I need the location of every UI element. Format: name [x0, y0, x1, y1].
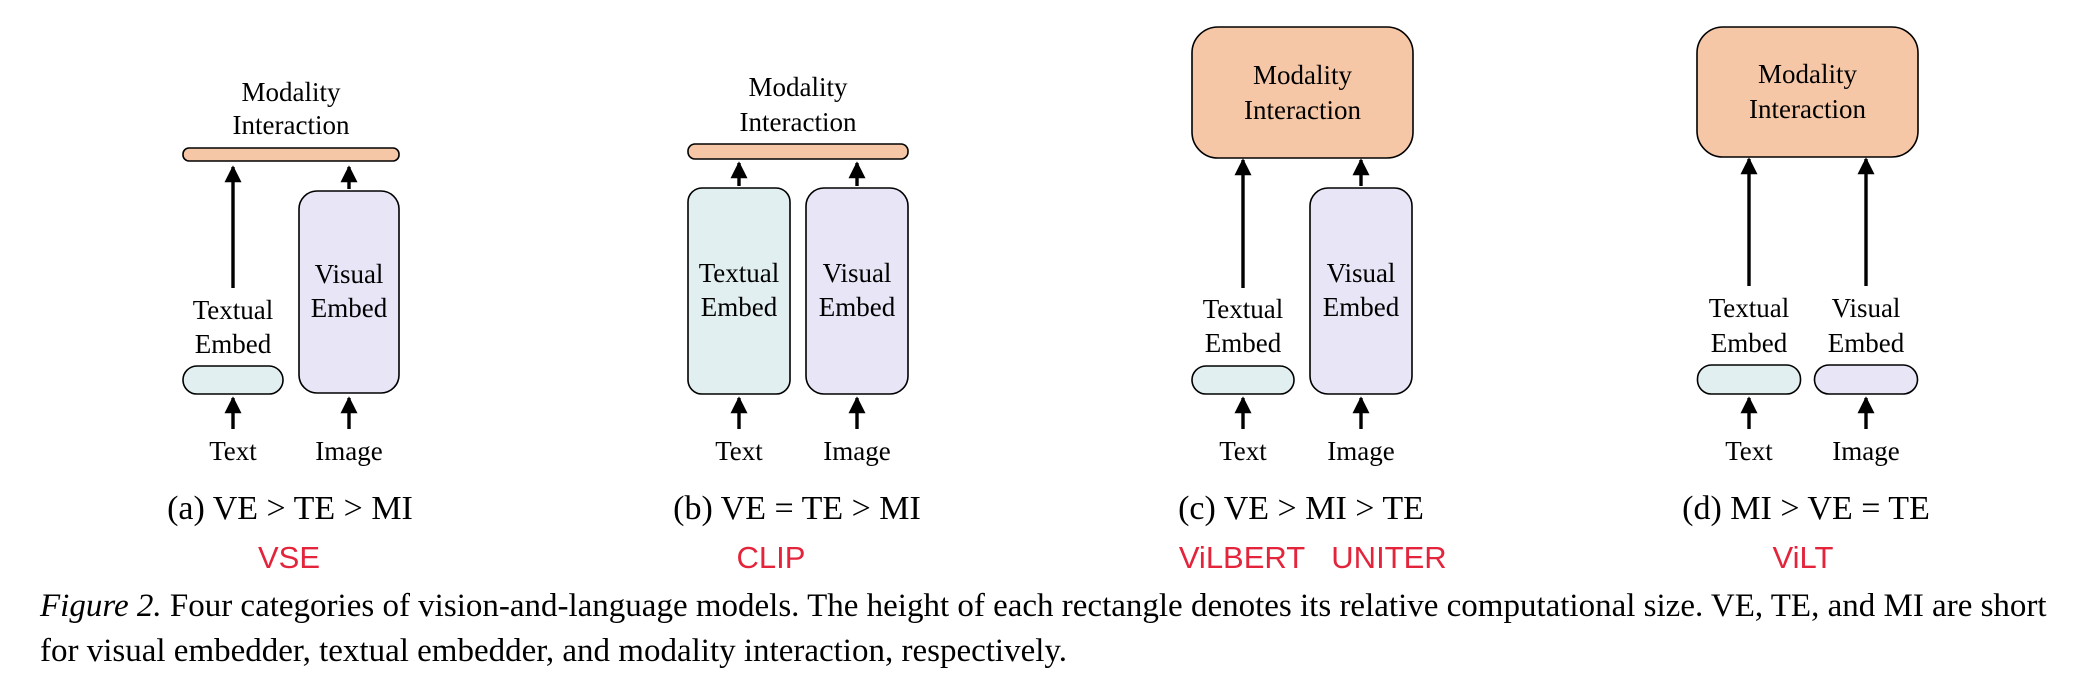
- modality-interaction-box: [182, 147, 400, 162]
- textual-embed-label: Textual: [1709, 293, 1790, 323]
- visual-embed-label: Embed: [819, 292, 896, 322]
- textual-embed-box: [1696, 364, 1802, 395]
- modality-interaction-label: Modality: [1253, 60, 1352, 90]
- visual-embed-label: Visual: [1327, 258, 1396, 288]
- visual-embed-label: Embed: [311, 293, 388, 323]
- image-input-label: Image: [1832, 436, 1899, 466]
- model-name-label: ViLBERT: [1179, 540, 1305, 575]
- modality-interaction-label: Modality: [242, 77, 341, 107]
- visual-embed-label: Visual: [1832, 293, 1901, 323]
- modality-interaction-box: [1191, 26, 1414, 159]
- text-input-label: Text: [209, 436, 257, 466]
- visual-embed-box: [298, 190, 400, 394]
- text-input-label: Text: [715, 436, 763, 466]
- textual-embed-box: [182, 365, 284, 395]
- visual-embed-box: [1813, 364, 1919, 395]
- modality-interaction-label: Interaction: [233, 110, 350, 140]
- text-input-label: Text: [1725, 436, 1773, 466]
- textual-embed-box: [1191, 365, 1295, 395]
- modality-interaction-label: Interaction: [740, 107, 857, 137]
- image-input-label: Image: [823, 436, 890, 466]
- visual-embed-label: Visual: [823, 258, 892, 288]
- text-input-label: Text: [1219, 436, 1267, 466]
- modality-interaction-label: Modality: [749, 72, 848, 102]
- textual-embed-label: Textual: [193, 295, 274, 325]
- modality-interaction-label: Modality: [1758, 59, 1857, 89]
- model-name-label: ViLT: [1773, 540, 1834, 575]
- visual-embed-label: Embed: [1828, 328, 1905, 358]
- modality-interaction-box: [1696, 26, 1919, 158]
- subfigure-caption: (a) VE > TE > MI: [167, 490, 413, 527]
- modality-interaction-label: Interaction: [1749, 94, 1866, 124]
- textual-embed-label: Textual: [699, 258, 780, 288]
- model-name-label: UNITER: [1331, 540, 1446, 575]
- model-name-label: VSE: [258, 540, 320, 575]
- textual-embed-label: Embed: [701, 292, 778, 322]
- visual-embed-label: Embed: [1323, 292, 1400, 322]
- textual-embed-label: Embed: [195, 329, 272, 359]
- image-input-label: Image: [1327, 436, 1394, 466]
- figure-caption-text: Four categories of vision-and-language m…: [40, 588, 2047, 669]
- textual-embed-label: Embed: [1205, 328, 1282, 358]
- model-name-label: CLIP: [737, 540, 806, 575]
- subfigure-caption: (c) VE > MI > TE: [1178, 490, 1424, 527]
- subfigure-caption: (b) VE = TE > MI: [673, 490, 921, 527]
- figure-caption: Figure 2. Four categories of vision-and-…: [40, 584, 2070, 674]
- modality-interaction-box: [687, 143, 909, 160]
- modality-interaction-label: Interaction: [1244, 95, 1361, 125]
- visual-embed-label: Visual: [315, 259, 384, 289]
- figure-caption-label: Figure 2.: [40, 588, 162, 624]
- image-input-label: Image: [315, 436, 382, 466]
- visual-embed-box: [1309, 187, 1413, 395]
- subfigure-caption: (d) MI > VE = TE: [1682, 490, 1930, 527]
- visual-embed-box: [805, 187, 909, 395]
- textual-embed-box: [687, 187, 791, 395]
- textual-embed-label: Embed: [1711, 328, 1788, 358]
- textual-embed-label: Textual: [1203, 294, 1284, 324]
